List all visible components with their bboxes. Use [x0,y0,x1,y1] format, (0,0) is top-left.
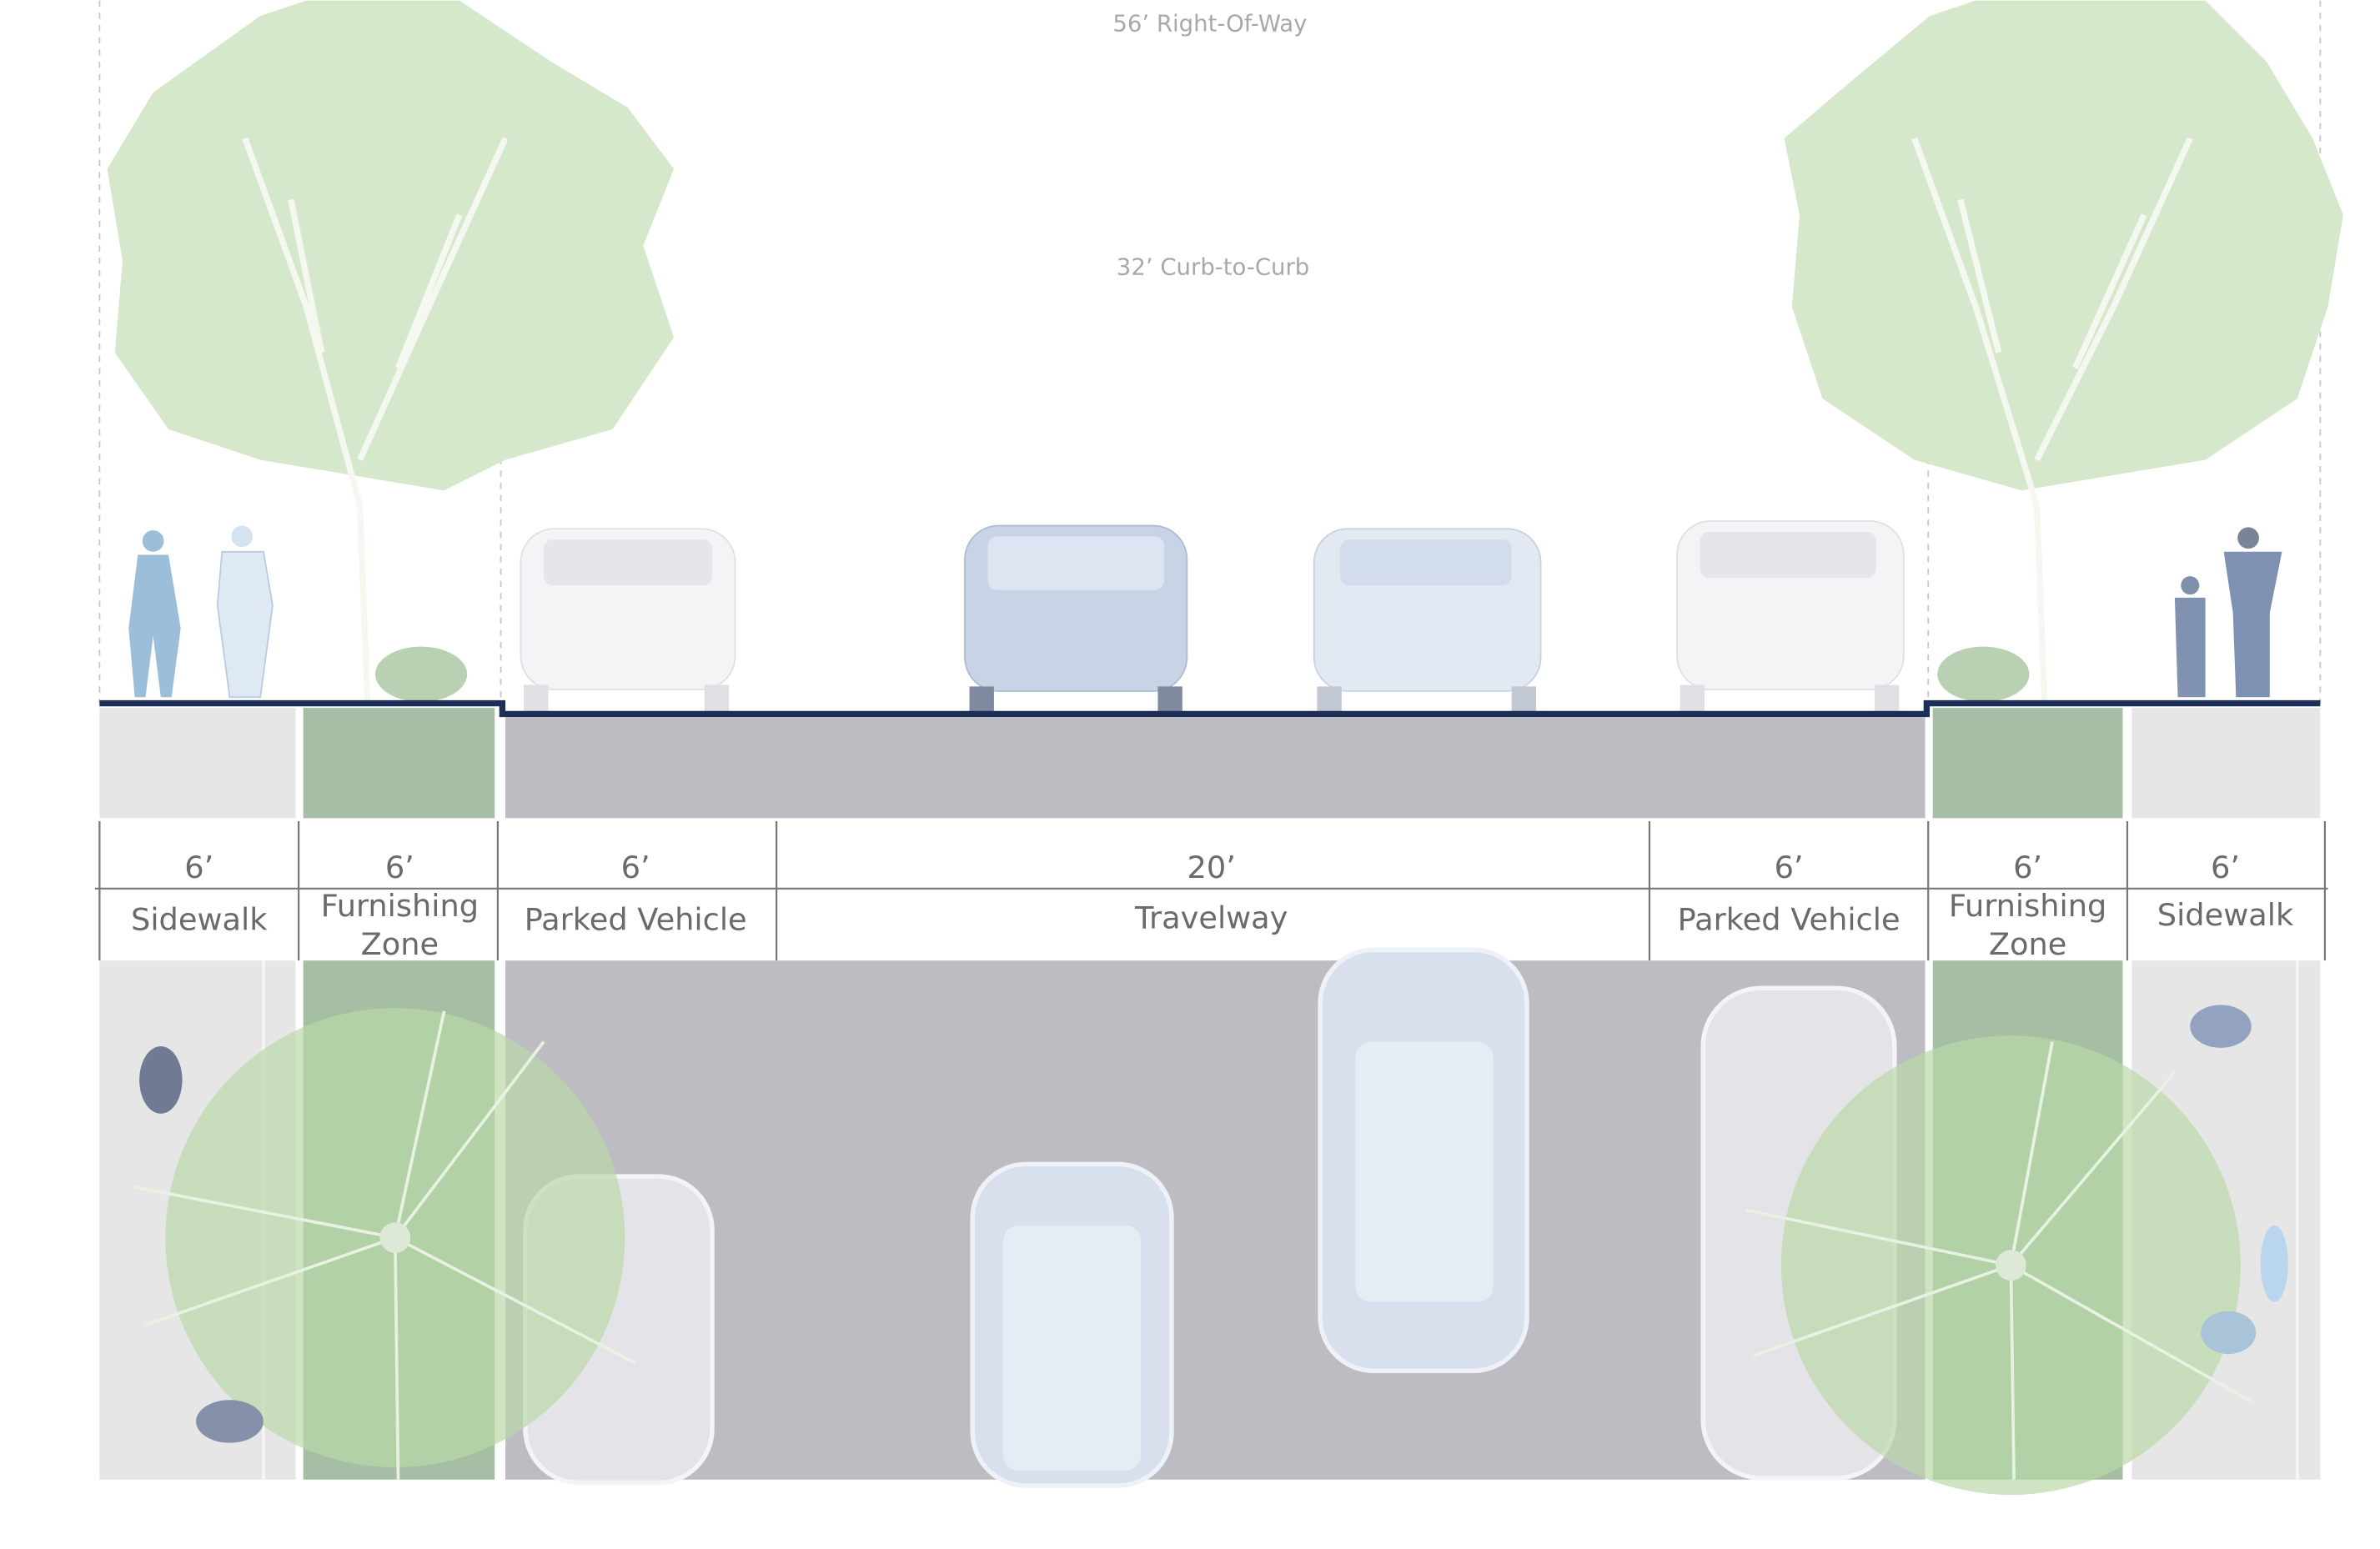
travel-car-1-plan [970,1161,1174,1488]
segment-furnishing-left: 6’ Furnishing Zone [321,850,480,962]
pedestrians-right [2174,527,2282,698]
segment-width: 20’ [1187,850,1236,885]
segment-parked-left: 6’ Parked Vehicle [525,850,747,937]
segment-label-line1: Furnishing [321,888,480,924]
segment-label-line1: Furnishing [1949,888,2106,924]
segment-width: 6’ [1775,850,1804,885]
segment-width: 6’ [184,850,213,885]
travel-car-2-elevation [1313,528,1542,714]
segment-label: Parked Vehicle [525,901,747,937]
travel-car-1-elevation [964,524,1188,714]
segment-width: 6’ [385,850,414,885]
segment-width: 6’ [621,850,650,885]
segment-furnishing-right: 6’ Furnishing Zone [1949,850,2106,962]
curb-line [99,699,2321,718]
shrub-right [1937,646,2030,702]
segment-parked-right: 6’ Parked Vehicle [1678,850,1900,937]
section-sidewalk-right [2131,708,2321,819]
segment-sidewalk-left: 6’ Sidewalk [131,850,268,937]
tree-right-elevation [1784,0,2343,704]
parked-car-right-elevation [1676,520,1905,711]
segment-width: 6’ [2013,850,2042,885]
travel-car-2-plan [1318,947,1529,1374]
section-furnishing-right [1932,708,2123,819]
segment-label-line2: Zone [361,926,439,962]
curb-to-curb-label: 32’ Curb-to-Curb [1117,253,1310,280]
plan-road [505,960,1926,1480]
shrub-left [374,646,468,702]
plan-view [99,947,2321,1496]
tree-right-plan [1745,1035,2252,1496]
segment-label: Parked Vehicle [1678,901,1900,937]
section-furnishing-left [303,708,495,819]
segment-sidewalk-right: 6’ Sidewalk [2157,850,2294,933]
tree-left-elevation [107,0,675,704]
pedestrians-left [128,525,274,699]
right-of-way-label: 56’ Right-Of-Way [1112,10,1307,37]
segment-label: Travelway [1134,900,1288,936]
segment-width: 6’ [2211,850,2240,885]
section-sidewalk-left [99,708,296,819]
segment-travelway: 20’ Travelway [1134,850,1288,936]
segment-label: Sidewalk [131,901,268,937]
dimension-lines [94,821,2328,961]
parked-car-left-elevation [520,528,736,711]
pedestrians-plan [139,1005,2288,1443]
section-road [505,717,1926,819]
segment-label-line2: Zone [1989,926,2066,962]
segment-label: Sidewalk [2157,897,2294,933]
tree-left-plan [134,1008,637,1480]
